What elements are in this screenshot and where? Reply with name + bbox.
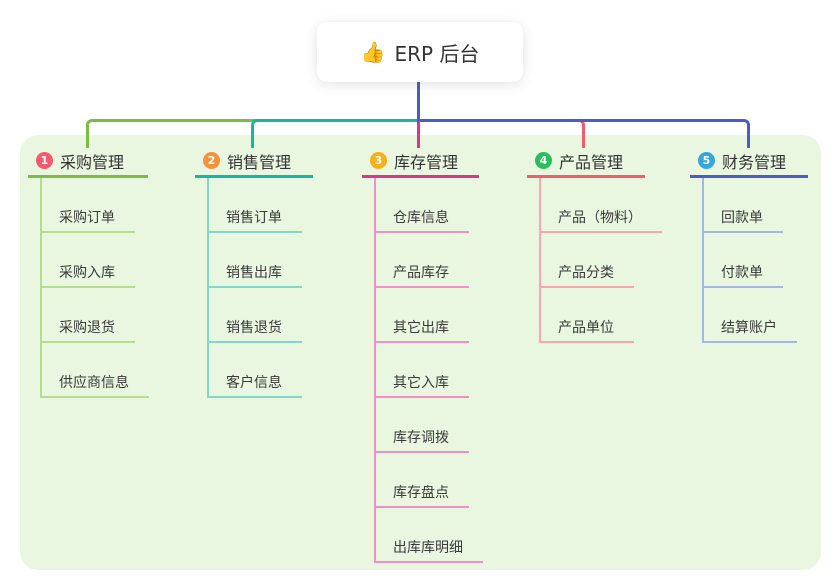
branch-label: 财务管理 [722,152,787,172]
mindmap-child-node[interactable]: 库存调拨 [376,398,483,453]
mindmap-child-node[interactable]: 采购订单 [42,178,149,233]
branch-number-badge: 3 [370,152,387,169]
root-connector-line [417,82,420,120]
child-node-label: 销售退货 [209,317,302,343]
branch-header-2[interactable]: 2 销售管理 [195,146,313,178]
mindmap-child-node[interactable]: 销售订单 [209,178,302,233]
child-node-label: 采购退货 [42,317,135,343]
child-node-label: 产品单位 [541,317,634,343]
child-node-label: 仓库信息 [376,207,469,233]
branch-label: 销售管理 [227,152,292,172]
branches-panel [20,135,821,570]
branch-connector-3 [417,121,420,148]
branch-number-badge: 2 [203,152,220,169]
mindmap-child-node[interactable]: 其它出库 [376,288,483,343]
child-node-label: 供应商信息 [42,372,149,398]
branch-node-2: 2 销售管理销售订单销售出库销售退货客户信息 [195,146,313,398]
mindmap-child-node[interactable]: 结算账户 [704,288,797,343]
mindmap-child-node[interactable]: 仓库信息 [376,178,483,233]
child-node-label: 库存调拨 [376,427,469,453]
mindmap-child-node[interactable]: 产品（物料） [541,178,662,233]
branch-node-5: 5 财务管理回款单付款单结算账户 [690,146,808,343]
child-node-label: 销售出库 [209,262,302,288]
branch-children: 销售订单销售出库销售退货客户信息 [207,178,302,398]
branch-number-badge: 5 [698,152,715,169]
mindmap-child-node[interactable]: 其它入库 [376,343,483,398]
branch-header-3[interactable]: 3 库存管理 [362,146,479,178]
mindmap-child-node[interactable]: 销售出库 [209,233,302,288]
child-node-label: 库存盘点 [376,482,469,508]
root-node-label: ERP 后台 [394,41,480,66]
mindmap-child-node[interactable]: 库存盘点 [376,453,483,508]
child-node-label: 客户信息 [209,372,302,398]
mindmap-child-node[interactable]: 采购退货 [42,288,149,343]
mindmap-child-node[interactable]: 产品单位 [541,288,662,343]
child-node-label: 销售订单 [209,207,302,233]
child-node-label: 产品分类 [541,262,634,288]
branch-label: 产品管理 [559,152,624,172]
branch-connector-2 [251,119,420,148]
branch-label: 采购管理 [60,152,125,172]
child-node-label: 采购订单 [42,207,135,233]
branch-children: 仓库信息产品库存其它出库其它入库库存调拨库存盘点出库库明细 [374,178,483,563]
thumbs-up-icon: 👍 [360,40,386,64]
branch-children: 回款单付款单结算账户 [702,178,797,343]
mindmap-child-node[interactable]: 供应商信息 [42,343,149,398]
child-node-label: 回款单 [704,207,783,233]
branch-number-badge: 4 [535,152,552,169]
mindmap-child-node[interactable]: 客户信息 [209,343,302,398]
child-node-label: 出库库明细 [376,537,483,563]
mindmap-child-node[interactable]: 销售退货 [209,288,302,343]
mindmap-child-node[interactable]: 采购入库 [42,233,149,288]
child-node-label: 结算账户 [704,317,797,343]
mindmap-child-node[interactable]: 产品库存 [376,233,483,288]
mindmap-child-node[interactable]: 产品分类 [541,233,662,288]
branch-header-5[interactable]: 5 财务管理 [690,146,808,178]
branch-node-4: 4 产品管理产品（物料） 产品分类产品单位 [527,146,662,343]
mindmap-child-node[interactable]: 付款单 [704,233,797,288]
mindmap-child-node[interactable]: 回款单 [704,178,797,233]
branch-connector-5 [417,119,750,148]
child-node-label: 产品（物料） [541,207,662,233]
branch-children: 产品（物料） 产品分类产品单位 [539,178,662,343]
child-node-label: 其它入库 [376,372,469,398]
branch-header-1[interactable]: 1 采购管理 [28,146,148,178]
branch-number-badge: 1 [36,152,53,169]
child-node-label: 付款单 [704,262,783,288]
branch-node-3: 3 库存管理仓库信息产品库存其它出库其它入库库存调拨库存盘点出库库明细 [362,146,483,563]
branch-node-1: 1 采购管理采购订单采购入库采购退货供应商信息 [28,146,149,398]
child-node-label: 其它出库 [376,317,469,343]
branch-children: 采购订单采购入库采购退货供应商信息 [40,178,149,398]
branch-label: 库存管理 [394,152,459,172]
child-node-label: 产品库存 [376,262,469,288]
root-node[interactable]: 👍 ERP 后台 [317,22,523,82]
mindmap-child-node[interactable]: 出库库明细 [376,508,483,563]
child-node-label: 采购入库 [42,262,135,288]
branch-header-4[interactable]: 4 产品管理 [527,146,645,178]
